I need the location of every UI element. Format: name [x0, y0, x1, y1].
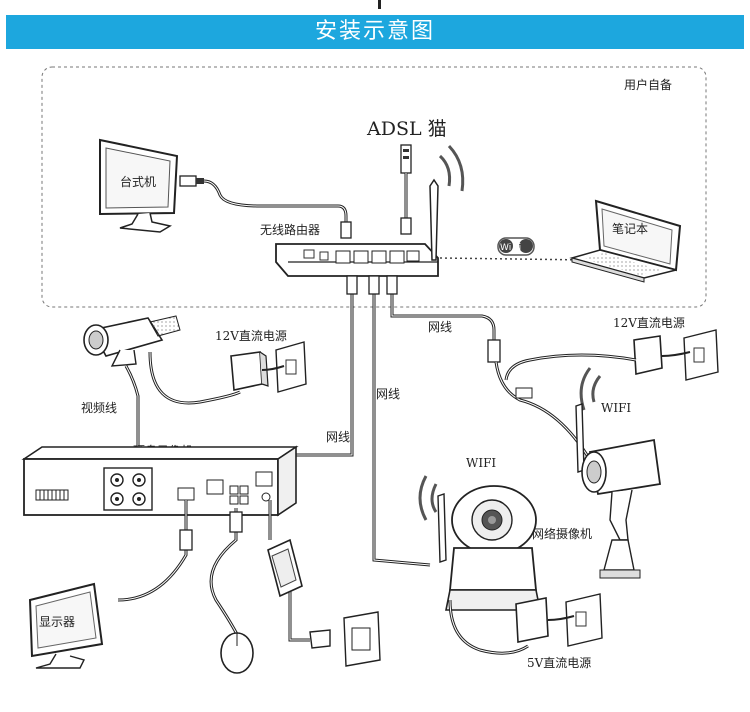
bullet-power-cable	[148, 351, 241, 405]
router-plugs	[346, 275, 398, 295]
power-12v-right-label: 12V直流电源	[613, 316, 685, 330]
page-title-banner: 安装示意图	[6, 15, 744, 49]
ptz-signal-arcs-icon	[418, 475, 438, 521]
network-cable-label-1: 网线	[428, 320, 452, 334]
power-adapter-left-icon	[230, 341, 307, 393]
wifi-outdoor-label: WIFI	[601, 401, 631, 415]
video-cable-label: 视频线	[81, 400, 117, 415]
power-adapter-5v-icon	[515, 593, 603, 647]
power-adapter-right-icon	[633, 329, 719, 381]
outdoor-wifi-camera-icon	[575, 403, 662, 579]
desktop-router-cable	[203, 179, 348, 226]
wifi-link-line	[439, 257, 591, 261]
power-12v-left-label: 12V直流电源	[215, 329, 287, 343]
ip-camera-label: 网络摄像机	[532, 526, 592, 541]
laptop-icon	[569, 199, 682, 283]
top-marker	[378, 0, 381, 9]
desktop-pc-icon	[99, 138, 179, 233]
ptz-wifi-camera-icon	[437, 485, 541, 611]
page-title: 安装示意图	[314, 19, 435, 44]
outdoor-cam-power-cable	[504, 353, 637, 381]
dvr-recorder-icon	[21, 445, 299, 517]
network-cable-label-3: 网线	[326, 430, 350, 444]
power-5v-label: 5V直流电源	[527, 656, 591, 670]
wifi-ptz-label: WIFI	[466, 456, 496, 470]
wifi-badge-icon	[497, 237, 535, 256]
rj45-plug-icon	[179, 175, 204, 187]
monitor-label: 显示器	[39, 615, 75, 629]
desktop-label: 台式机	[120, 174, 156, 189]
bullet-camera-icon	[83, 315, 181, 367]
mouse-icon	[220, 632, 254, 674]
wifi-badge-text: Wi Fi	[500, 243, 521, 253]
user-supplied-zone	[41, 66, 707, 308]
wall-outlet-bottom-icon	[309, 611, 381, 667]
router-label: 无线路由器	[260, 222, 320, 237]
network-cable-label-2: 网线	[376, 387, 400, 401]
adsl-modem-label: ADSL 猫	[366, 118, 447, 140]
user-supplied-label: 用户自备	[624, 77, 672, 92]
wireless-router-icon	[275, 178, 439, 277]
adsl-cable	[400, 144, 412, 235]
signal-arcs-icon	[438, 144, 465, 192]
dvr-cables	[117, 500, 310, 642]
monitor-icon	[28, 582, 104, 669]
laptop-label: 笔记本	[612, 221, 648, 236]
outdoor-signal-arcs-icon	[579, 367, 602, 411]
power-brick-icon	[267, 538, 303, 598]
